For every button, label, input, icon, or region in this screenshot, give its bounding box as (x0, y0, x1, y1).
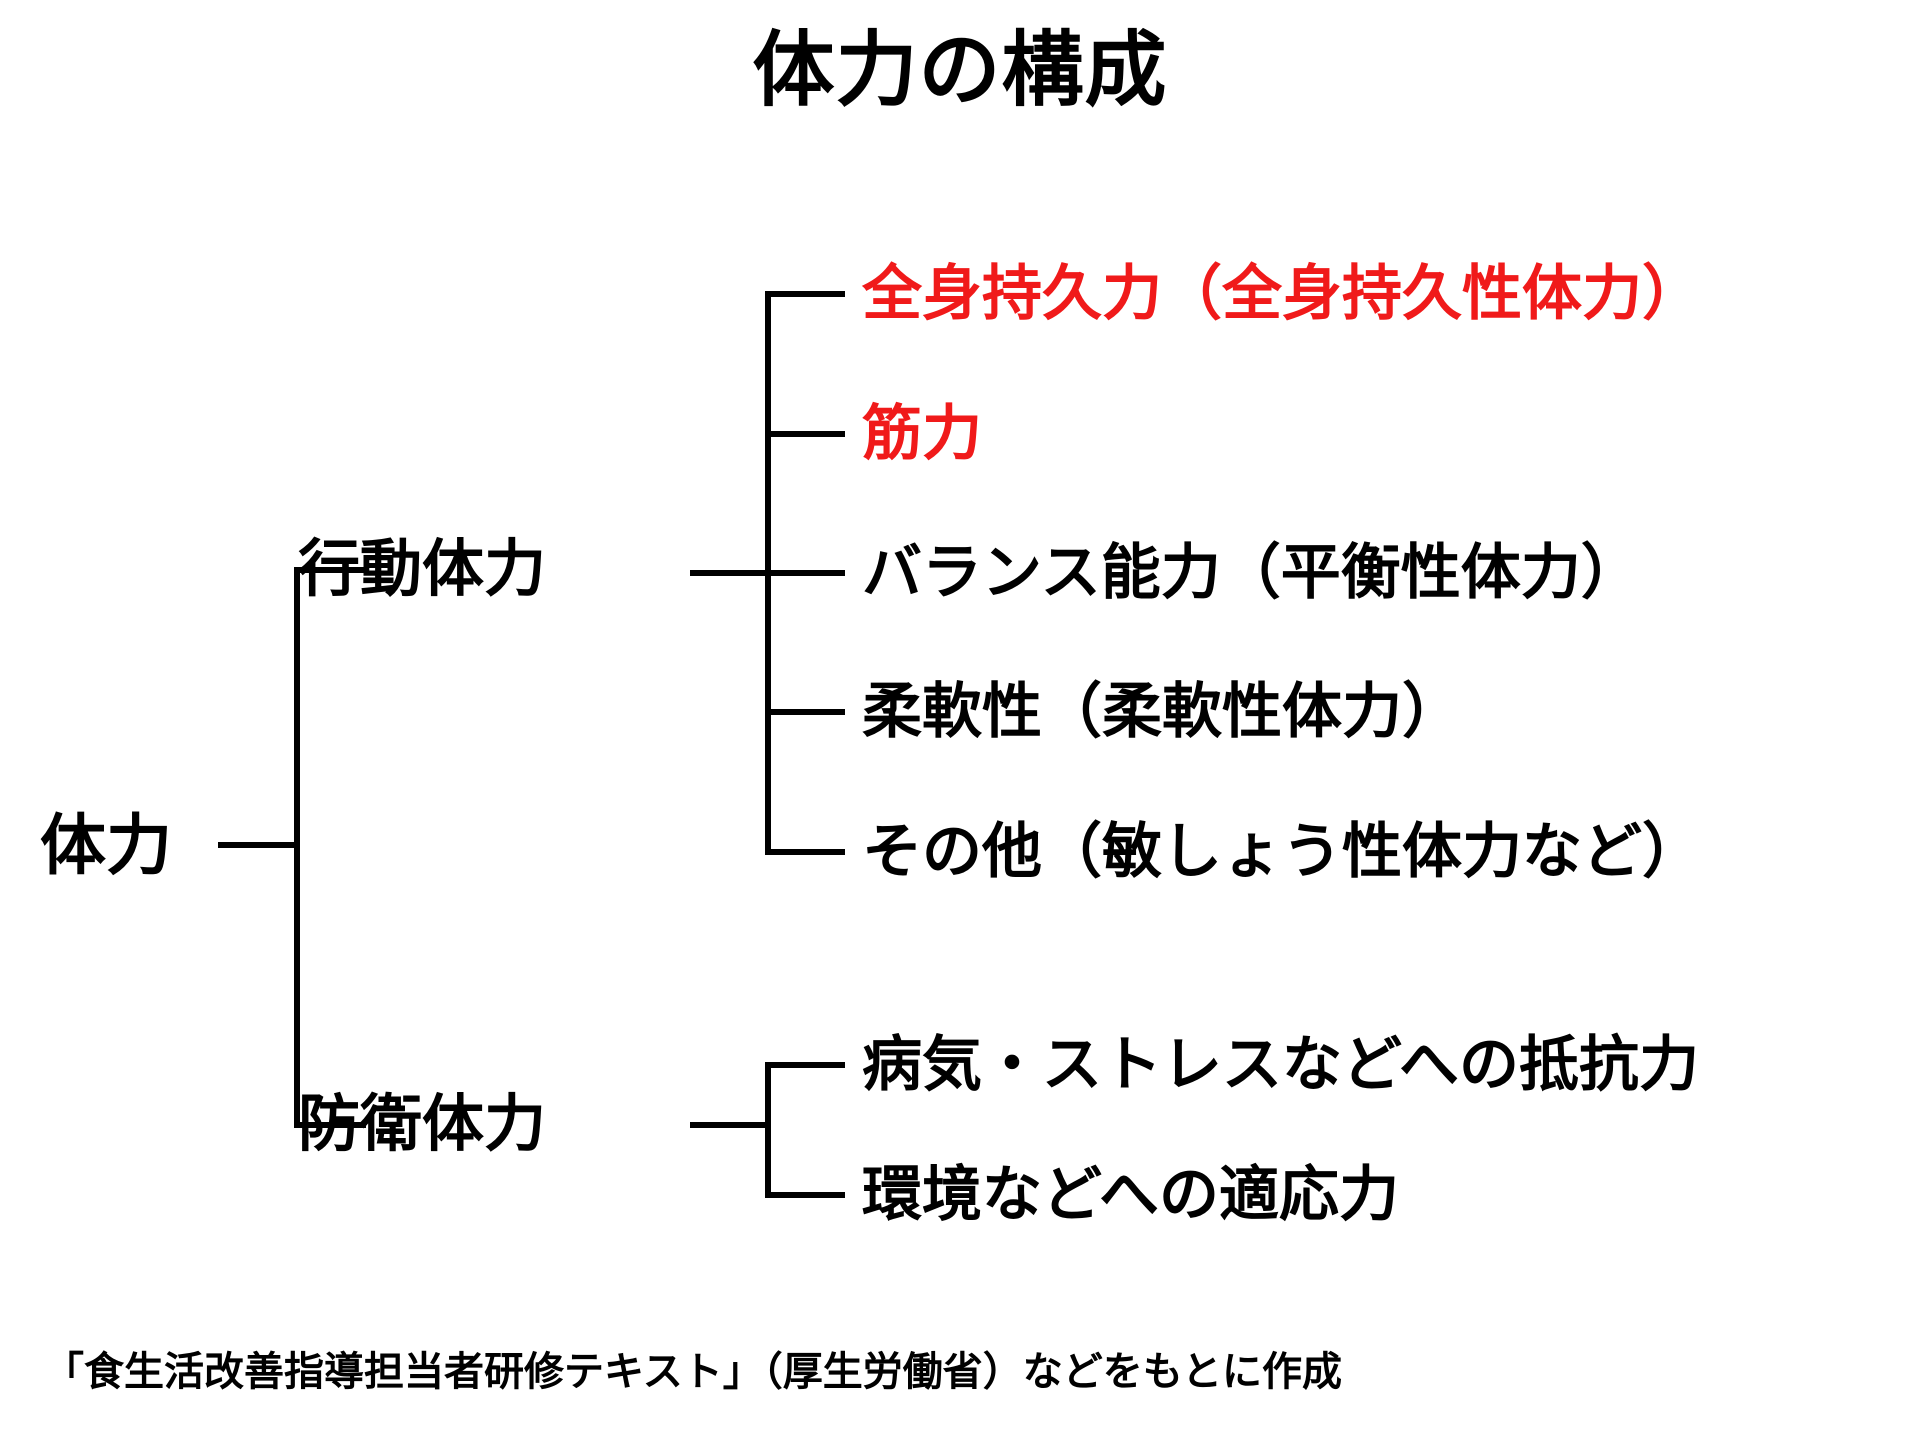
connector-leaf-4 (765, 709, 845, 715)
connector-leaf-5 (765, 849, 845, 855)
tree-root-label: 体力 (40, 808, 172, 882)
connector-branch2-spine (765, 1062, 771, 1198)
tree-leaf-flexibility: 柔軟性（柔軟性体力） (862, 678, 1462, 745)
connector-branch1-stub (294, 567, 366, 573)
tree-branch-behavioral-fitness: 行動体力 (298, 535, 547, 604)
connector-leaf-1 (765, 291, 845, 297)
connector-leaf-6 (765, 1062, 845, 1068)
tree-leaf-adaptation-to-environment: 環境などへの適応力 (862, 1161, 1399, 1228)
tree-leaf-other-agility: その他（敏しょう性体力など） (862, 818, 1702, 885)
page-title: 体力の構成 (752, 25, 1168, 116)
tree-leaf-muscular-strength: 筋力 (862, 400, 982, 467)
connector-root-spine (294, 567, 300, 1128)
tree-branch-defensive-fitness: 防衛体力 (298, 1090, 547, 1159)
connector-leaf-3 (765, 570, 845, 576)
connector-root-stub (218, 842, 300, 848)
tree-leaf-balance-ability: バランス能力（平衡性体力） (862, 539, 1641, 606)
connector-branch1-out (690, 570, 770, 576)
source-note: 「食生活改善指導担当者研修テキスト」（厚生労働省）などをもとに作成 (44, 1350, 1342, 1394)
tree-leaf-resistance-to-illness-stress: 病気・ストレスなどへの抵抗力 (862, 1031, 1699, 1098)
connector-branch2-out (690, 1122, 770, 1128)
connector-branch2-stub (294, 1122, 366, 1128)
connector-leaf-2 (765, 431, 845, 437)
tree-leaf-whole-body-endurance: 全身持久力（全身持久性体力） (862, 260, 1702, 327)
connector-leaf-7 (765, 1192, 845, 1198)
